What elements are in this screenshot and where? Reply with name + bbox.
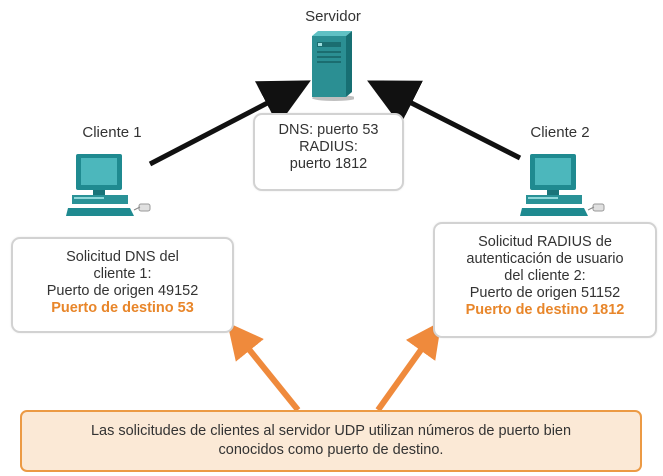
note-line: conocidos como puerto de destino. [218, 442, 444, 458]
client2-request-line: Puerto de origen 51152 [469, 285, 621, 301]
server-ports-box: DNS: puerto 53 RADIUS: puerto 1812 [253, 113, 404, 191]
client2-label: Cliente 2 [530, 124, 590, 141]
server-label: Servidor [305, 8, 361, 25]
client1-request-line: Solicitud DNS del [66, 249, 179, 265]
client1-dest-port: Puerto de destino 53 [51, 300, 194, 316]
client2-computer-icon [520, 154, 605, 216]
server-icon [312, 31, 354, 101]
client2-request-line: del cliente 2: [504, 268, 586, 284]
arrow-client2-to-server [367, 80, 522, 161]
arrow-client1-to-server [148, 80, 311, 167]
client2-request-line: autenticación de usuario [466, 251, 624, 267]
client2-request-box: Solicitud RADIUS de autenticación de usu… [433, 222, 657, 338]
arrow-note-to-client2-port [375, 321, 442, 412]
udp-note-box: Las solicitudes de clientes al servidor … [20, 410, 642, 472]
server-port-line: DNS: puerto 53 [278, 122, 379, 138]
client1-request-box: Solicitud DNS del cliente 1: Puerto de o… [11, 237, 234, 333]
client1-computer-icon [66, 154, 151, 216]
client2-dest-port: Puerto de destino 1812 [465, 302, 625, 318]
client1-request-line: Puerto de origen 49152 [46, 283, 199, 299]
arrow-note-to-client1-port [227, 322, 301, 412]
server-port-line: puerto 1812 [289, 156, 368, 172]
note-line: Las solicitudes de clientes al servidor … [90, 423, 572, 439]
client2-request-line: Solicitud RADIUS de [478, 234, 612, 250]
client1-label: Cliente 1 [82, 124, 142, 141]
server-port-line: RADIUS: [299, 139, 358, 155]
client1-request-line: cliente 1: [93, 266, 152, 282]
